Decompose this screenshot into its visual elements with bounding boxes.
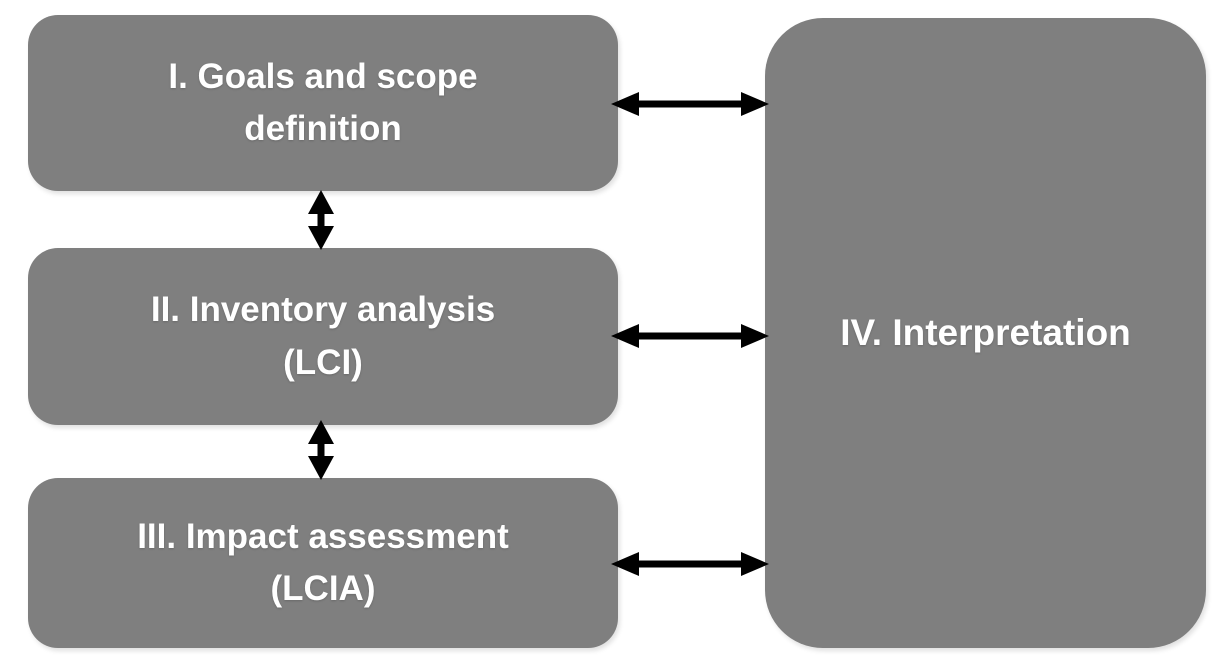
- node-inventory-analysis: II. Inventory analysis (LCI): [28, 248, 618, 425]
- double-arrow-icon-inventory-to-impact: [304, 420, 338, 480]
- node-goals-scope-label-line2: definition: [244, 109, 402, 148]
- node-goals-scope-definition: I. Goals and scope definition: [28, 15, 618, 191]
- node-interpretation-label: IV. Interpretation: [840, 312, 1131, 354]
- node-interpretation: IV. Interpretation: [765, 18, 1206, 648]
- node-impact-assessment-label-line2: (LCIA): [270, 569, 376, 608]
- double-arrow-icon-goals-to-inventory: [304, 190, 338, 250]
- node-goals-scope-label-line1: I. Goals and scope: [168, 56, 478, 96]
- node-impact-assessment: III. Impact assessment (LCIA): [28, 478, 618, 648]
- double-arrow-icon-goals-to-interpretation: [611, 89, 769, 119]
- node-inventory-analysis-label-line1: II. Inventory analysis: [150, 290, 496, 329]
- double-arrow-icon-impact-to-interpretation: [611, 549, 769, 579]
- node-inventory-analysis-label-line2: (LCI): [283, 342, 363, 382]
- double-arrow-icon-inventory-to-interpretation: [611, 321, 769, 351]
- node-impact-assessment-label-line1: III. Impact assessment: [137, 516, 509, 556]
